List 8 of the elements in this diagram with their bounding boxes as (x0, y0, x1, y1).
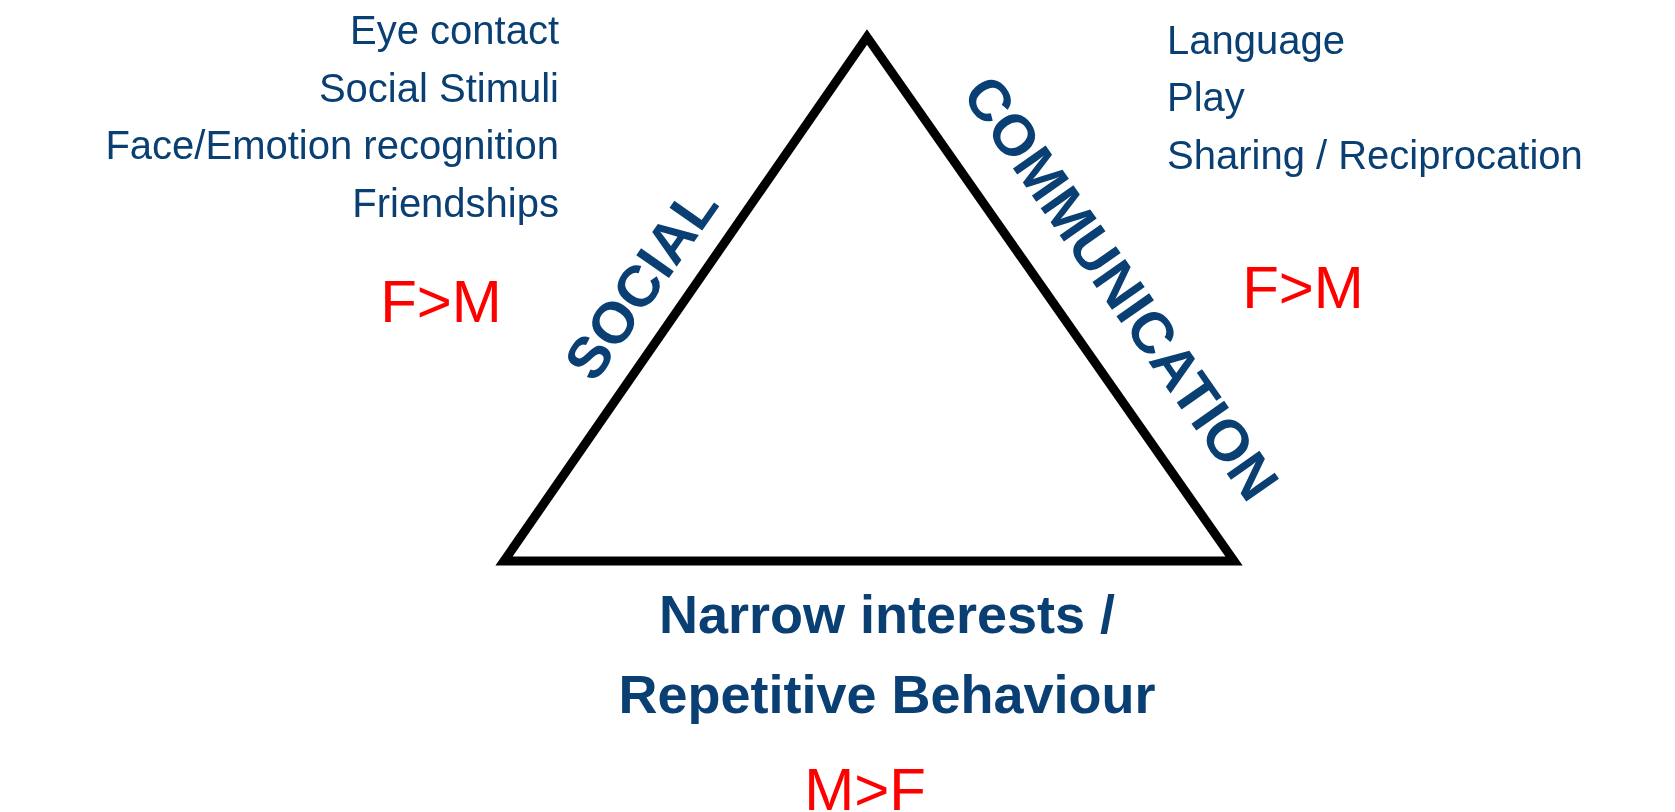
sex-ratio-text: M>F (803, 755, 927, 812)
domain-label: Narrow interests / Repetitive Behaviour (617, 583, 1157, 726)
sex-ratio-text: F>M (379, 267, 503, 337)
trait-text: Language (1167, 17, 1345, 64)
trait-text: Face/Emotion recognition (105, 122, 559, 169)
trait-text: Friendships (352, 180, 559, 227)
trait-text: Social Stimuli (318, 65, 559, 112)
trait-text: Eye contact (350, 7, 559, 54)
